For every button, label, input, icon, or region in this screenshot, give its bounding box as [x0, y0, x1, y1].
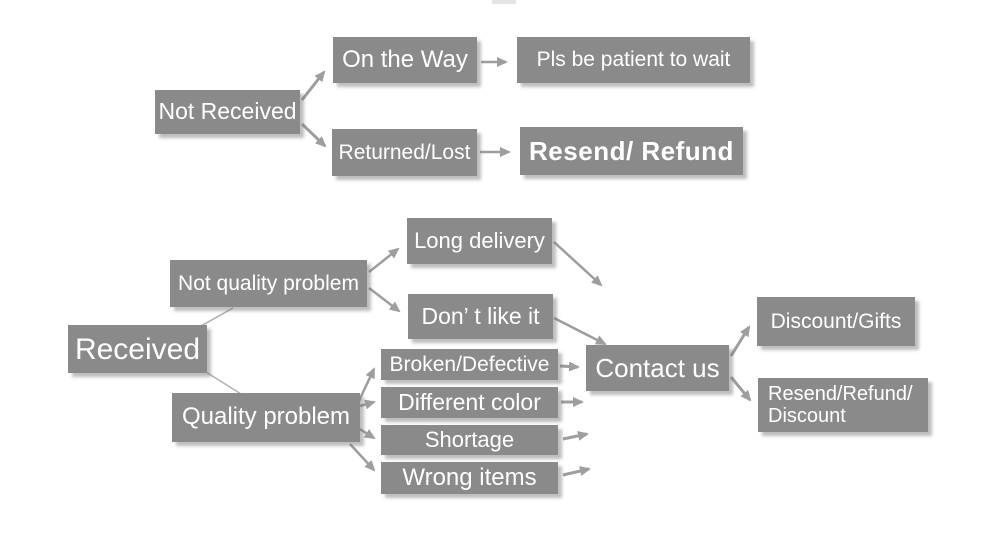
node-returned-lost: Returned/Lost [332, 129, 477, 176]
arrow-not-quality-to-long-delivery [368, 247, 400, 273]
arrow-quality-to-different-color [359, 399, 376, 410]
connector-received-to-quality-problem [205, 371, 242, 395]
node-resend-refund-discount-line2: Discount [768, 405, 846, 427]
node-pls-be-patient-to-wait: Pls be patient to wait [517, 37, 750, 83]
arrow-broken-defective-to-contact-us [559, 361, 580, 372]
top-edge-artifact [492, 0, 516, 4]
arrow-not-received-to-returned-lost [300, 122, 327, 148]
node-discount-gifts: Discount/Gifts [757, 297, 915, 346]
arrow-long-delivery-out [553, 241, 603, 287]
arrow-quality-to-wrong-items [349, 443, 376, 472]
node-long-delivery: Long delivery [407, 218, 552, 264]
node-not-quality-problem: Not quality problem [170, 260, 367, 307]
node-received: Received [68, 325, 207, 373]
node-resend-refund: Resend/ Refund [520, 127, 743, 175]
arrow-shortage-to-contact-us [562, 430, 589, 441]
node-shortage: Shortage [381, 425, 558, 455]
node-quality-problem: Quality problem [172, 393, 360, 442]
node-wrong-items: Wrong items [381, 462, 558, 494]
node-not-received: Not Received [155, 90, 300, 134]
arrow-wrong-items-to-contact-us [562, 466, 591, 477]
arrow-dont-like-it-to-contact-us [553, 316, 607, 346]
arrow-contact-us-to-resend-refund-discount [729, 376, 752, 402]
arrow-not-received-to-on-the-way [300, 70, 326, 101]
node-on-the-way: On the Way [333, 37, 477, 83]
arrow-not-quality-to-dont-like-it [368, 287, 401, 313]
node-dont-like-it: Don’ t like it [408, 294, 553, 339]
arrow-quality-to-shortage [357, 426, 376, 440]
node-resend-refund-discount-line1: Resend/Refund/ [768, 383, 913, 405]
node-broken-defective: Broken/Defective [381, 349, 558, 380]
node-different-color: Different color [381, 387, 558, 418]
arrow-contact-us-to-discount-gifts [729, 325, 751, 357]
node-resend-refund-discount: Resend/Refund/ Discount [758, 378, 928, 432]
connector-received-to-not-quality-problem [200, 307, 234, 327]
node-contact-us: Contact us [586, 345, 729, 391]
